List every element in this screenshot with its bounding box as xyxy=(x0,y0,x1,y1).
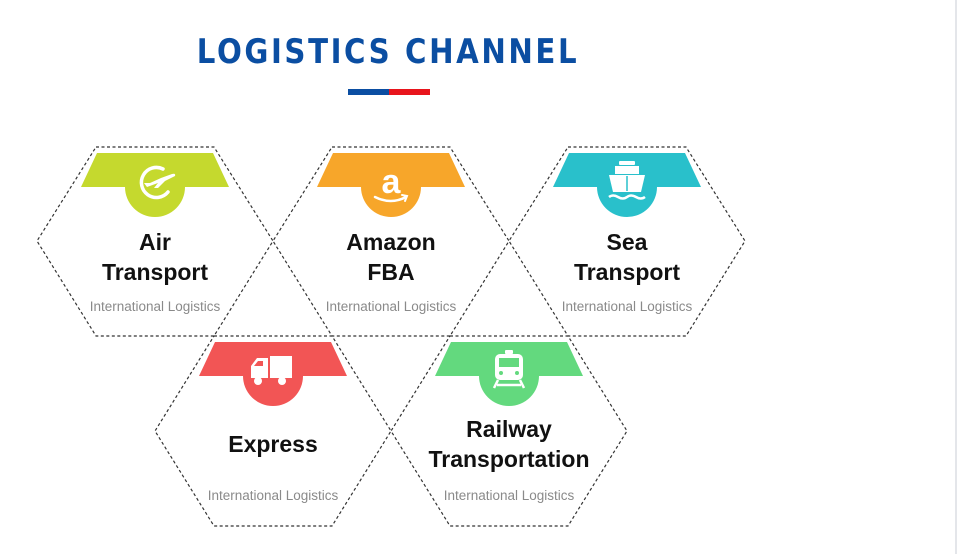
truck-icon xyxy=(251,356,292,385)
hexagon-railway xyxy=(390,335,628,527)
express-banner xyxy=(199,342,347,406)
card-subtitle: International Logistics xyxy=(207,488,339,503)
card-title: Air xyxy=(139,229,171,255)
railway-banner xyxy=(435,342,583,406)
card-title: Sea xyxy=(606,229,648,255)
card-express[interactable]: Express International Logistics xyxy=(155,336,391,526)
card-title-line2: FBA xyxy=(367,259,415,285)
card-title: Railway xyxy=(466,416,552,442)
card-amazon-fba[interactable]: a Amazon FBA International Logistics xyxy=(273,147,509,337)
card-subtitle: International Logistics xyxy=(443,488,575,503)
sea-banner xyxy=(553,153,701,217)
train-icon xyxy=(492,350,526,389)
heading-underline xyxy=(348,89,430,95)
card-title: Amazon xyxy=(346,229,436,255)
card-subtitle: International Logistics xyxy=(325,299,457,314)
card-sea-transport[interactable]: Sea Transport International Logistics xyxy=(509,147,745,337)
hexagon-sea xyxy=(508,146,746,337)
amazon-banner: a xyxy=(317,153,465,217)
card-subtitle: International Logistics xyxy=(561,299,693,314)
card-title-line2: Transport xyxy=(101,259,209,285)
section-heading: LOGISTICS CHANNEL xyxy=(196,32,580,72)
card-title: Express xyxy=(228,431,318,457)
card-subtitle: International Logistics xyxy=(89,299,221,314)
card-title-line2: Transportation xyxy=(428,446,590,472)
underline-blue xyxy=(348,89,389,95)
air-banner xyxy=(81,153,229,217)
card-railway-transportation[interactable]: Railway Transportation International Log… xyxy=(391,336,627,526)
underline-red xyxy=(389,89,430,95)
page-edge-divider xyxy=(955,0,957,554)
hexagon-amazon xyxy=(272,146,510,337)
hexagon-air xyxy=(36,146,274,337)
airplane-takeoff-icon xyxy=(139,165,170,200)
svg-text:a: a xyxy=(382,163,402,201)
card-air-transport[interactable]: Air Transport International Logistics xyxy=(37,147,273,337)
card-title-line2: Transport xyxy=(573,259,681,285)
amazon-logo-icon: a xyxy=(373,163,409,203)
hexagon-express xyxy=(154,335,392,527)
